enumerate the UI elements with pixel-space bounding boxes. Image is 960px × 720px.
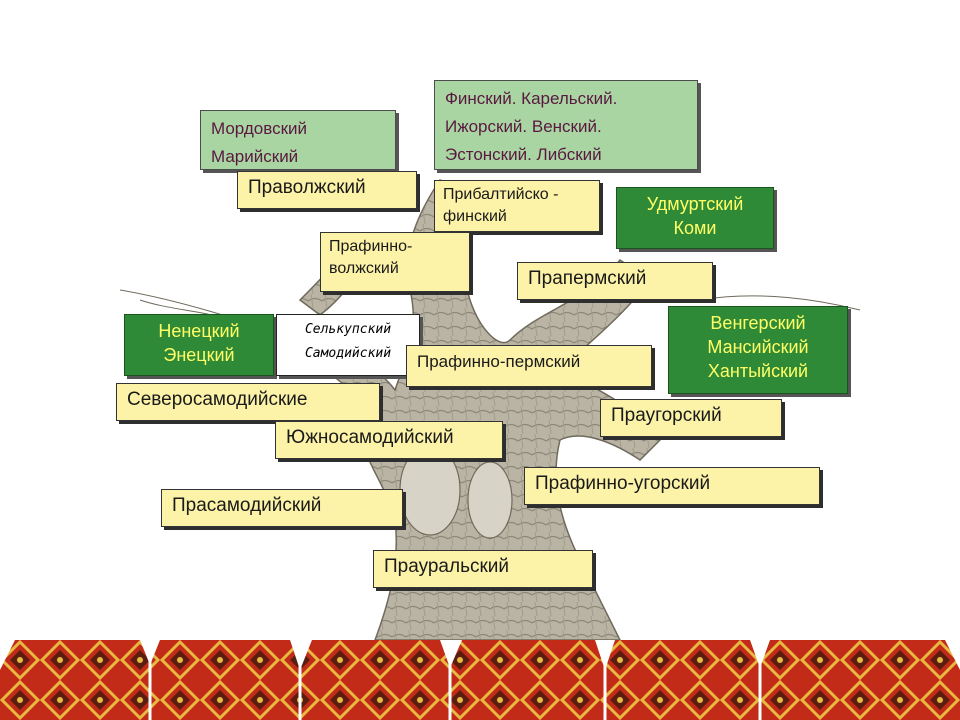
khantyysky-label: Хантыйский: [707, 361, 809, 381]
node-praugorsky: Праугорский: [600, 399, 782, 437]
komi-label: Коми: [673, 218, 717, 238]
node-prafinno-ugorsky: Прафинно-угорский: [524, 467, 820, 505]
selkup-label: Селькупский: [304, 322, 392, 337]
node-prauralsky: Прауральский: [373, 550, 593, 588]
udmurtsky-label: Удмуртский: [646, 194, 744, 214]
finnic-line-1: Финский. Карельский.: [445, 89, 618, 108]
finnic-line-3: Эстонский. Либский: [445, 145, 602, 164]
node-prasamodiysky: Прасамодийский: [161, 489, 403, 527]
node-prafinno-permsky: Прафинно-пермский: [406, 345, 652, 387]
ugric-languages-box: Венгерский Мансийский Хантыйский: [668, 306, 848, 394]
ornamental-border: [0, 640, 960, 720]
nenetsky-label: Ненецкий: [158, 321, 240, 341]
mordvin-mari-box: Мордовский Марийский: [200, 110, 396, 170]
nenets-enets-box: Ненецкий Энецкий: [124, 314, 274, 376]
enetsky-label: Энецкий: [163, 345, 235, 365]
node-severosamodiyskie: Северосамодийские: [116, 383, 380, 421]
node-pribaltiysko-finsky: Прибалтийско - финский: [434, 180, 600, 232]
mordovsky-label: Мордовский: [211, 119, 308, 138]
finnic-languages-box: Финский. Карельский. Ижорский. Венский. …: [434, 80, 698, 170]
node-prafinno-volzhsky: Прафинно-волжский: [320, 232, 470, 292]
node-pravolzhsky: Праволжский: [237, 171, 417, 209]
mansiysky-label: Мансийский: [707, 337, 809, 357]
node-yuzhnosamodiysky: Южносамодийский: [275, 421, 503, 459]
finnic-line-2: Ижорский. Венский.: [445, 117, 602, 136]
mariysky-label: Марийский: [211, 147, 299, 166]
vengersky-label: Венгерский: [710, 313, 806, 333]
samodiysky-label: Самодийский: [304, 346, 392, 361]
node-prapermsky: Прапермский: [517, 262, 713, 300]
udmurt-komi-box: Удмуртский Коми: [616, 187, 774, 249]
selkup-handwritten-box: Селькупский Самодийский: [276, 314, 420, 376]
